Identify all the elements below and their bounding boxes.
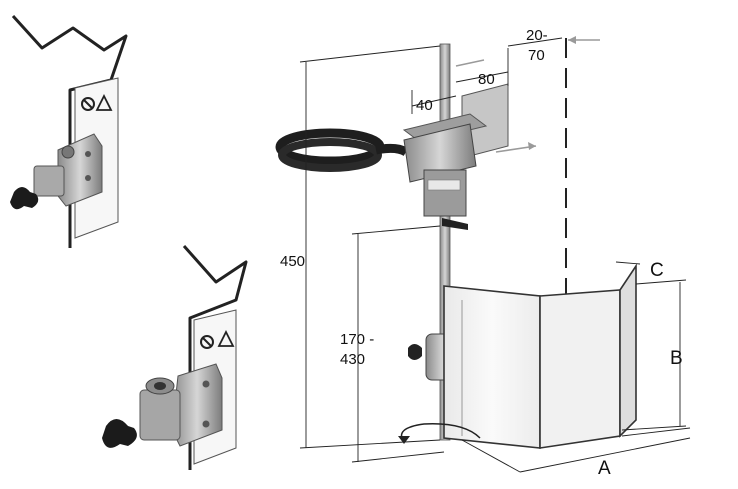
- dim-shield-width: A: [598, 458, 611, 479]
- adjust-arrow-icons: [455, 36, 600, 153]
- pump-housing: [403, 123, 477, 217]
- rotation-arrow-icon: [400, 423, 481, 443]
- support-rod: [439, 43, 451, 441]
- dim-bracket-depth: 40: [416, 97, 433, 114]
- dim-shield-side: C: [650, 260, 664, 281]
- clamp-detail-bottom: [102, 245, 248, 470]
- coolant-hose-icon: [275, 128, 409, 172]
- valve-handle-icon: [442, 218, 468, 230]
- machine-edge-outline-2: [182, 245, 248, 470]
- wing-knob-icon-2: [102, 419, 137, 448]
- warning-label-2: [200, 329, 235, 349]
- dim-height-total: 450: [280, 253, 305, 270]
- dimension-lines: [299, 37, 691, 473]
- dim-offset-b: 70: [528, 47, 545, 64]
- wing-knob-icon: [10, 187, 39, 210]
- warning-label: [81, 93, 113, 111]
- protective-shield: [443, 263, 637, 449]
- dim-shield-height-b: 430: [340, 351, 365, 368]
- dim-shield-height-a: 170 -: [340, 331, 374, 348]
- clamp-detail-top: [10, 14, 128, 248]
- clamp-body-2: [139, 363, 223, 447]
- clamp-body: [33, 133, 103, 207]
- dim-shield-height-label: B: [670, 348, 683, 369]
- dim-bracket-width: 80: [478, 71, 495, 88]
- dim-offset-a: 20-: [526, 27, 548, 44]
- main-assembly: 450 170 - 430 20- 70 80 40 A B C: [275, 27, 691, 479]
